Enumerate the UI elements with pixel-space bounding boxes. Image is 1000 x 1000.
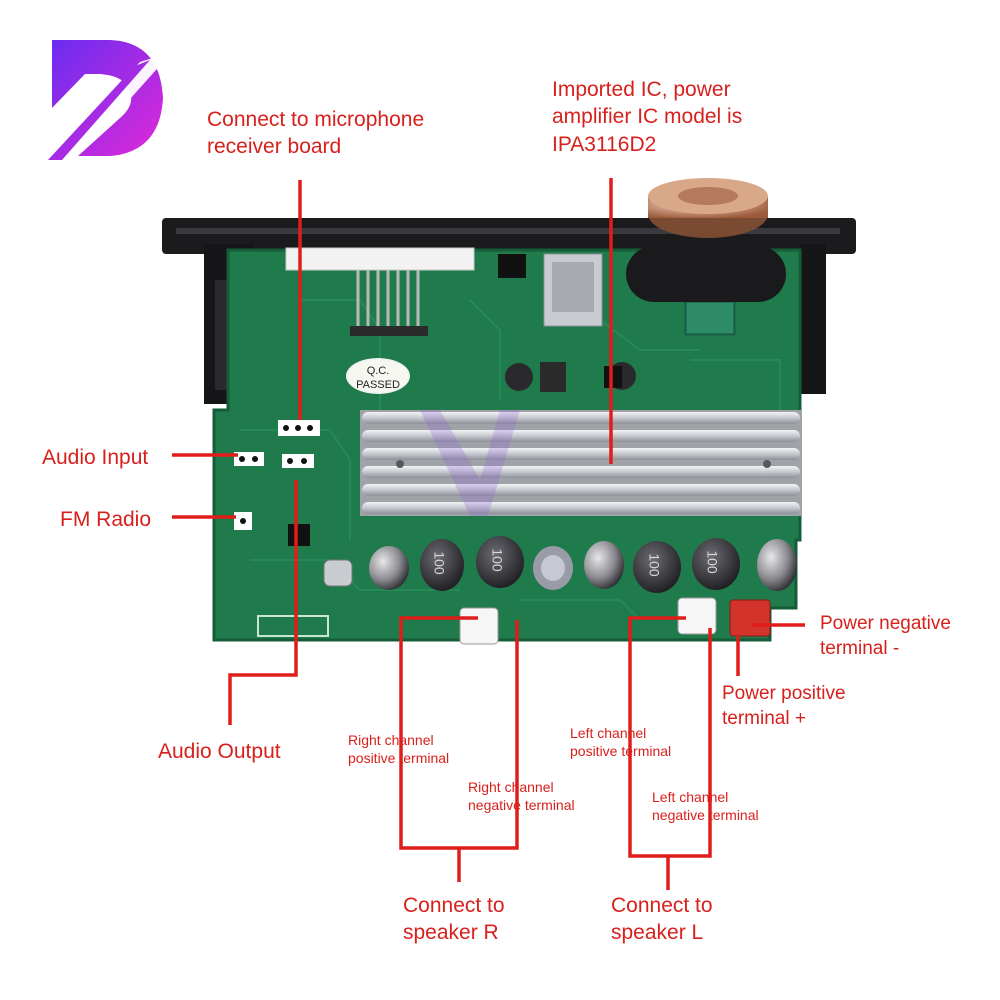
power-connector [729,599,771,637]
capacitor-marking: 100 [704,550,721,574]
label-ic-model: Imported IC, power amplifier IC model is… [552,78,743,156]
brand-logo-icon [48,40,172,160]
label-power-positive: Power positive terminal + [722,683,846,729]
label-power-negative: Power negative terminal - [820,613,951,659]
label-audio-output: Audio Output [158,740,281,763]
capacitor-marking: 100 [489,548,506,572]
label-left-negative: Left channel negative terminal [652,789,759,824]
capacitor-marking: 100 [646,553,663,577]
right-speaker-connector [459,607,499,645]
left-speaker-connector [677,597,717,635]
heatsink [360,410,802,516]
leader-lines [172,178,805,890]
label-speaker-r: Connect to speaker R [403,894,505,945]
label-right-positive: Right channel positive terminal [348,732,450,767]
label-fm-radio: FM Radio [60,508,152,531]
capacitor-marking: 100 [431,551,448,575]
volume-knob-icon [648,178,768,238]
label-mic-board: Connect to microphone receiver board [207,108,425,159]
qc-line-1: Q.C. [366,365,390,377]
label-audio-input: Audio Input [42,446,149,469]
capacitors [369,536,797,593]
label-right-negative: Right channel negative terminal [468,779,575,814]
label-left-positive: Left channel positive terminal [570,725,672,760]
label-speaker-l: Connect to speaker L [611,894,713,945]
qc-badge: Q.C. PASSED [346,358,410,394]
qc-line-2: PASSED [356,379,400,391]
